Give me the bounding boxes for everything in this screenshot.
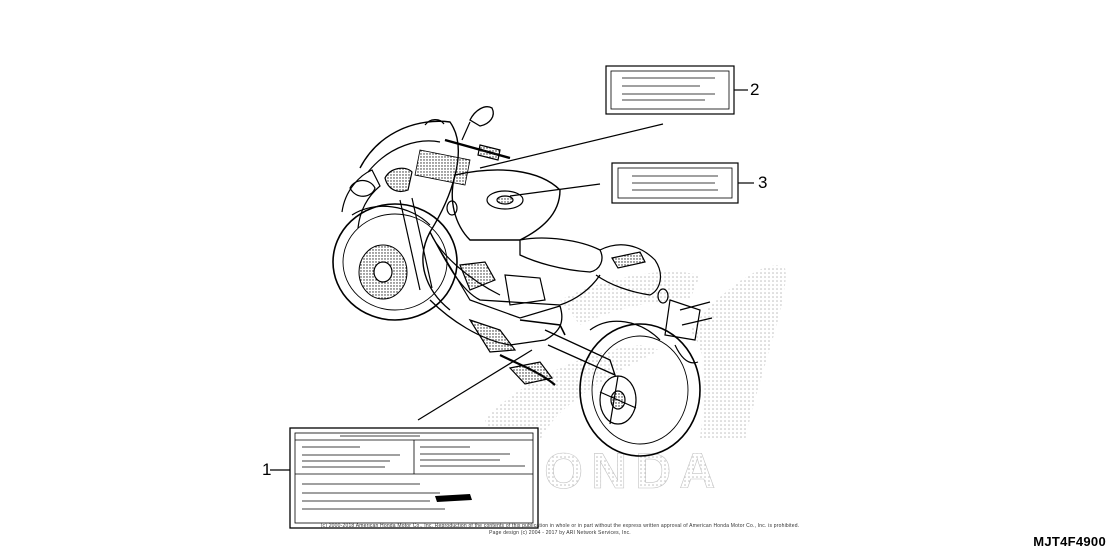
copyright-notice: (c) 2000-2018 American Honda Motor Co., … xyxy=(320,523,800,529)
leader-lines xyxy=(417,123,664,421)
callout-number-1: 1 xyxy=(262,460,272,479)
leader-line-3 xyxy=(509,183,601,197)
honda-wing-watermark xyxy=(485,265,786,440)
label-3 xyxy=(611,162,754,204)
callout-number-3: 3 xyxy=(758,173,768,192)
label-2 xyxy=(605,65,748,115)
page-design-notice: Page design (c) 2004 - 2017 by ARI Netwo… xyxy=(489,530,631,536)
label-1 xyxy=(270,427,539,529)
leader-line-2 xyxy=(479,123,664,169)
motorcycle-illustration xyxy=(332,106,713,457)
diagram-reference-code: MJT4F4900 xyxy=(1033,534,1106,549)
leader-line-1 xyxy=(417,349,533,421)
callout-number-2: 2 xyxy=(750,80,760,99)
